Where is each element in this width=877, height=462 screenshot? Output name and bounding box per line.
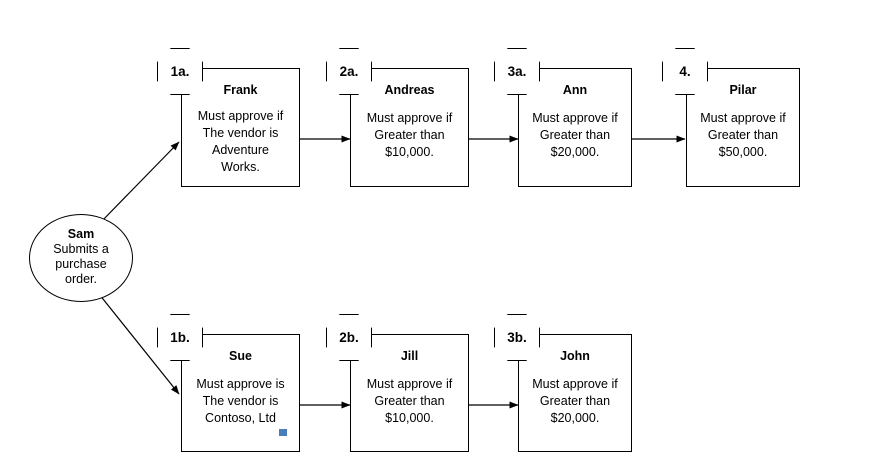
edge-sam-to-frank xyxy=(99,141,180,224)
step-title-frank: Frank xyxy=(223,83,258,97)
step-title-john: John xyxy=(560,349,590,363)
step-title-andreas: Andreas xyxy=(384,83,435,97)
step-marker-2a-label: 2a. xyxy=(339,64,359,79)
step-body-pilar: Must approve if Greater than $50,000. xyxy=(700,111,786,159)
step-marker-1b-label: 1b. xyxy=(170,330,190,345)
step-marker-4-label: 4. xyxy=(679,64,691,79)
start-node-sam[interactable]: Sam Submits a purchase order. xyxy=(29,214,133,302)
step-title-ann: Ann xyxy=(562,83,588,97)
step-title-sue: Sue xyxy=(229,349,252,363)
step-body-john: Must approve if Greater than $20,000. xyxy=(532,377,618,425)
step-marker-1a-label: 1a. xyxy=(170,64,190,79)
text-selection-caret xyxy=(279,429,287,436)
step-marker-2b[interactable] xyxy=(326,314,372,361)
step-marker-3a[interactable] xyxy=(494,48,540,95)
step-body-jill: Must approve if Greater than $10,000. xyxy=(366,377,453,425)
step-body-ann: Must approve if Greater than $20,000. xyxy=(532,111,618,159)
step-box-pilar[interactable]: Pilar Must approve if Greater than $50,0… xyxy=(686,68,800,187)
step-box-ann[interactable]: Ann Must approve if Greater than $20,000… xyxy=(518,68,632,187)
step-title-jill: Jill xyxy=(400,349,419,363)
step-marker-4[interactable] xyxy=(662,48,708,95)
step-body-frank: Must approve if The vendor is Adventure … xyxy=(197,109,284,174)
step-body-andreas: Must approve if Greater than $10,000. xyxy=(366,111,453,159)
step-body-sue: Must approve is The vendor is Contoso, L… xyxy=(196,377,285,425)
step-marker-3a-label: 3a. xyxy=(507,64,527,79)
step-box-frank[interactable]: Frank Must approve if The vendor is Adve… xyxy=(181,68,300,187)
step-marker-3b-label: 3b. xyxy=(507,330,527,345)
start-node-title: Sam xyxy=(67,227,95,241)
step-marker-3b[interactable] xyxy=(494,314,540,361)
step-box-jill[interactable]: Jill Must approve if Greater than $10,00… xyxy=(350,334,469,452)
step-marker-1b[interactable] xyxy=(157,314,203,361)
step-box-andreas[interactable]: Andreas Must approve if Greater than $10… xyxy=(350,68,469,187)
step-marker-1a[interactable] xyxy=(157,48,203,95)
step-box-john[interactable]: John Must approve if Greater than $20,00… xyxy=(518,334,632,452)
step-title-pilar: Pilar xyxy=(729,83,757,97)
step-marker-2a[interactable] xyxy=(326,48,372,95)
start-node-body: Submits a purchase order. xyxy=(53,242,109,286)
step-box-sue[interactable]: Sue Must approve is The vendor is Contos… xyxy=(181,334,300,452)
step-marker-2b-label: 2b. xyxy=(339,330,359,345)
